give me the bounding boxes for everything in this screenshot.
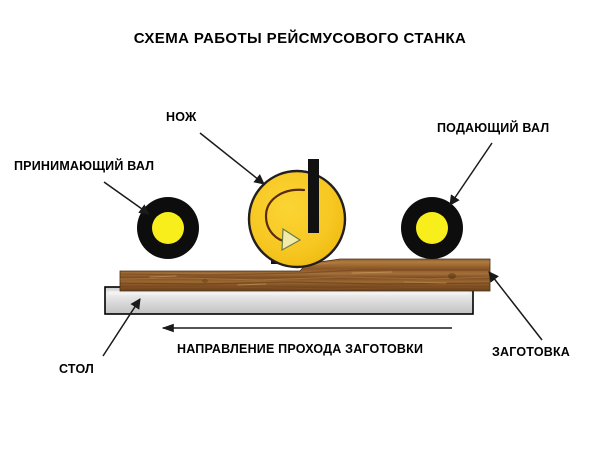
label-infeed-roller: ПРИНИМАЮЩИЙ ВАЛ [14, 159, 155, 173]
rotation-arc [264, 188, 306, 244]
leader-workpiece [488, 271, 543, 341]
machine-table [104, 286, 474, 315]
rotation-arrowhead [281, 227, 302, 252]
cutter-head [247, 159, 347, 269]
infeed-roller [137, 197, 199, 259]
label-workpiece: ЗАГОТОВКА [492, 345, 571, 359]
cutter-head-body [247, 169, 347, 269]
workpiece-board [119, 258, 491, 292]
label-feed-direction: НАПРАВЛЕНИЕ ПРОХОДА ЗАГОТОВКИ [177, 342, 424, 356]
page-title: СХЕМА РАБОТЫ РЕЙСМУСОВОГО СТАНКА [133, 30, 467, 47]
leader-table [102, 298, 141, 357]
leader-feed-roller [449, 142, 493, 206]
leader-knife [199, 132, 265, 185]
label-knife: НОЖ [166, 110, 197, 124]
feed-roller [401, 197, 463, 259]
leader-infeed-roller [103, 181, 150, 215]
label-feed-roller: ПОДАЮЩИЙ ВАЛ [437, 121, 550, 135]
knife-blade-upper [308, 159, 319, 233]
label-table: СТОЛ [59, 362, 95, 376]
